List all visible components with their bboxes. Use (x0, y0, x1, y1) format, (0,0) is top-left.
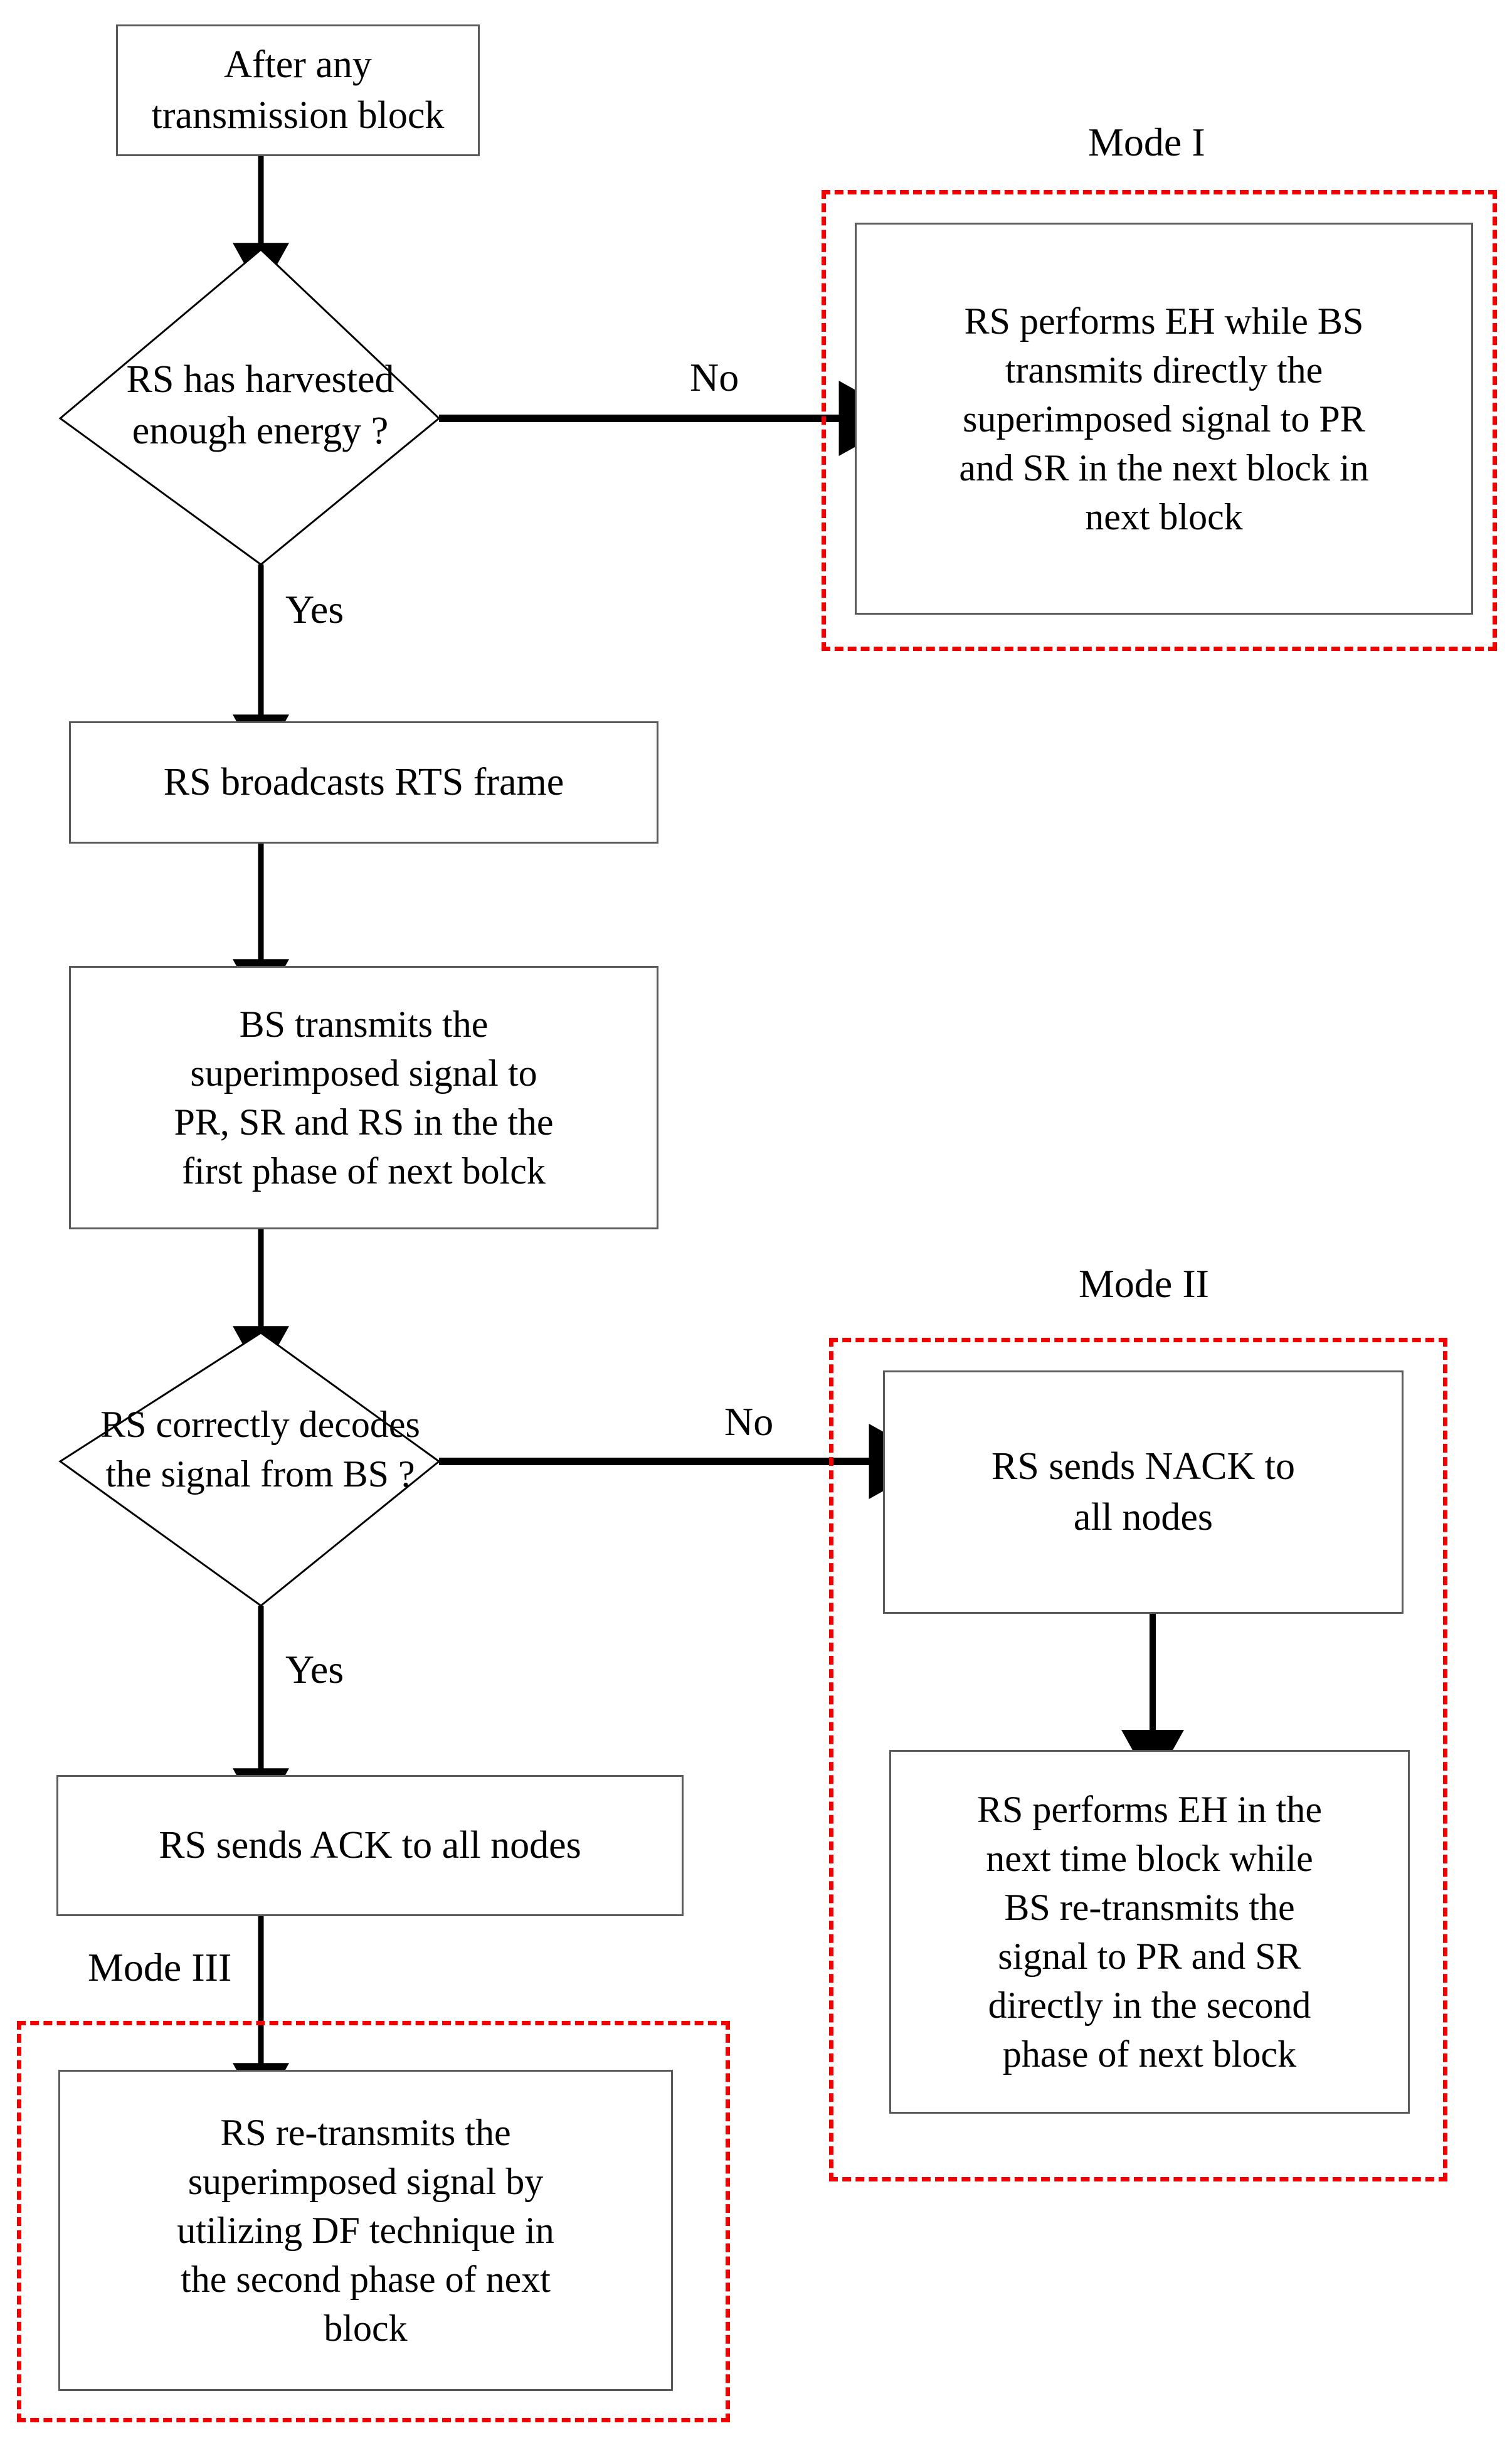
mode-3-label: Mode III (88, 1945, 232, 1990)
node-rs-broadcasts-rts-frame[interactable]: RS broadcasts RTS frame (69, 721, 658, 844)
edge-label-decode-no: No (724, 1399, 774, 1444)
decision-energy-label: RS has harvested enough energy ? (126, 358, 394, 452)
edge-label-energy-no: No (690, 355, 739, 400)
node-rs-sends-nack-to-all-nodes-text: RS sends NACK to all nodes (991, 1445, 1295, 1539)
node-mode1-rs-performs-eh-text: RS performs EH while BS transmits direct… (959, 300, 1369, 538)
node-mode2-rs-performs-eh-next-time-block[interactable]: RS performs EH in the next time block wh… (889, 1750, 1410, 2114)
mode-2-label: Mode II (1079, 1261, 1209, 1306)
node-rs-sends-ack-to-all-nodes-text: RS sends ACK to all nodes (159, 1824, 581, 1867)
node-rs-sends-nack-to-all-nodes[interactable]: RS sends NACK to all nodes (883, 1370, 1404, 1614)
edge-label-energy-yes: Yes (285, 587, 344, 632)
node-mode3-rs-re-transmits-df[interactable]: RS re-transmits the superimposed signal … (58, 2070, 673, 2391)
decision-decode-label: RS correctly decodes the signal from BS … (100, 1404, 420, 1495)
mode-1-region (822, 190, 1497, 651)
node-after-any-transmission-block-text: After any transmission block (151, 43, 445, 137)
edge-label-decode-yes: Yes (285, 1647, 344, 1692)
mode-3-region (17, 2021, 730, 2422)
node-mode3-rs-re-transmits-df-text: RS re-transmits the superimposed signal … (177, 2112, 554, 2349)
node-rs-sends-ack-to-all-nodes[interactable]: RS sends ACK to all nodes (56, 1775, 684, 1916)
node-mode1-rs-performs-eh[interactable]: RS performs EH while BS transmits direct… (855, 223, 1473, 615)
mode-2-region (829, 1338, 1447, 2181)
node-after-any-transmission-block[interactable]: After any transmission block (116, 24, 480, 156)
node-mode2-rs-performs-eh-next-time-block-text: RS performs EH in the next time block wh… (977, 1789, 1322, 2075)
node-rs-broadcasts-rts-frame-text: RS broadcasts RTS frame (163, 761, 564, 804)
node-bs-transmits-superimposed-signal[interactable]: BS transmits the superimposed signal to … (69, 966, 658, 1229)
node-bs-transmits-superimposed-signal-text: BS transmits the superimposed signal to … (174, 1004, 554, 1192)
mode-1-label: Mode I (1088, 120, 1205, 164)
